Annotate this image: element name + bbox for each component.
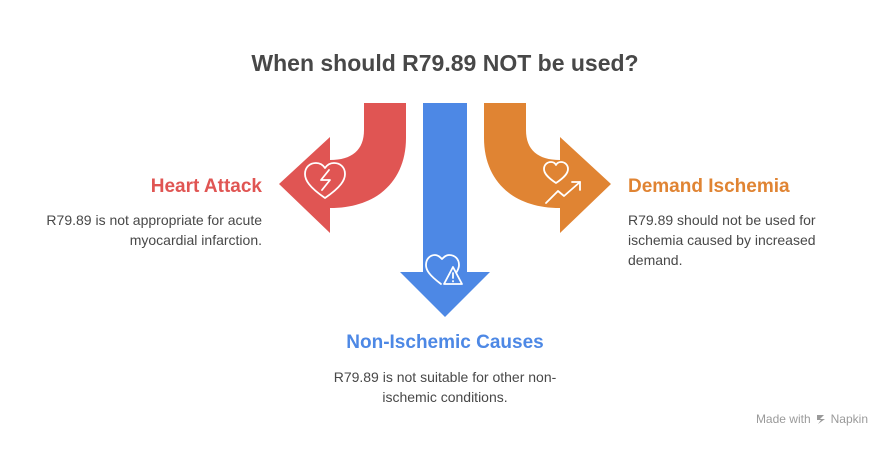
broken-heart-icon — [304, 162, 346, 199]
demand-ischemia-heading: Demand Ischemia — [628, 176, 790, 197]
demand-ischemia-arrow — [484, 103, 611, 233]
page-title: When should R79.89 NOT be used? — [251, 50, 639, 76]
heart-attack-heading: Heart Attack — [150, 176, 262, 197]
heart-rising-icon — [543, 161, 581, 204]
heart-warning-icon — [425, 254, 463, 285]
non-ischemic-description: R79.89 is not suitable for other non-isc… — [333, 369, 557, 405]
non-ischemic-heading: Non-Ischemic Causes — [346, 332, 544, 353]
napkin-footer: Made with Napkin — [756, 412, 868, 426]
demand-ischemia-description: R79.89 should not be used for ischemia c… — [628, 212, 816, 268]
heart-attack-description: R79.89 is not appropriate for acute myoc… — [46, 212, 262, 248]
napkin-logo-icon — [816, 415, 825, 424]
non-ischemic-arrow — [400, 103, 490, 317]
napkin-brand: Napkin — [830, 412, 868, 426]
made-with-label: Made with — [755, 412, 811, 426]
